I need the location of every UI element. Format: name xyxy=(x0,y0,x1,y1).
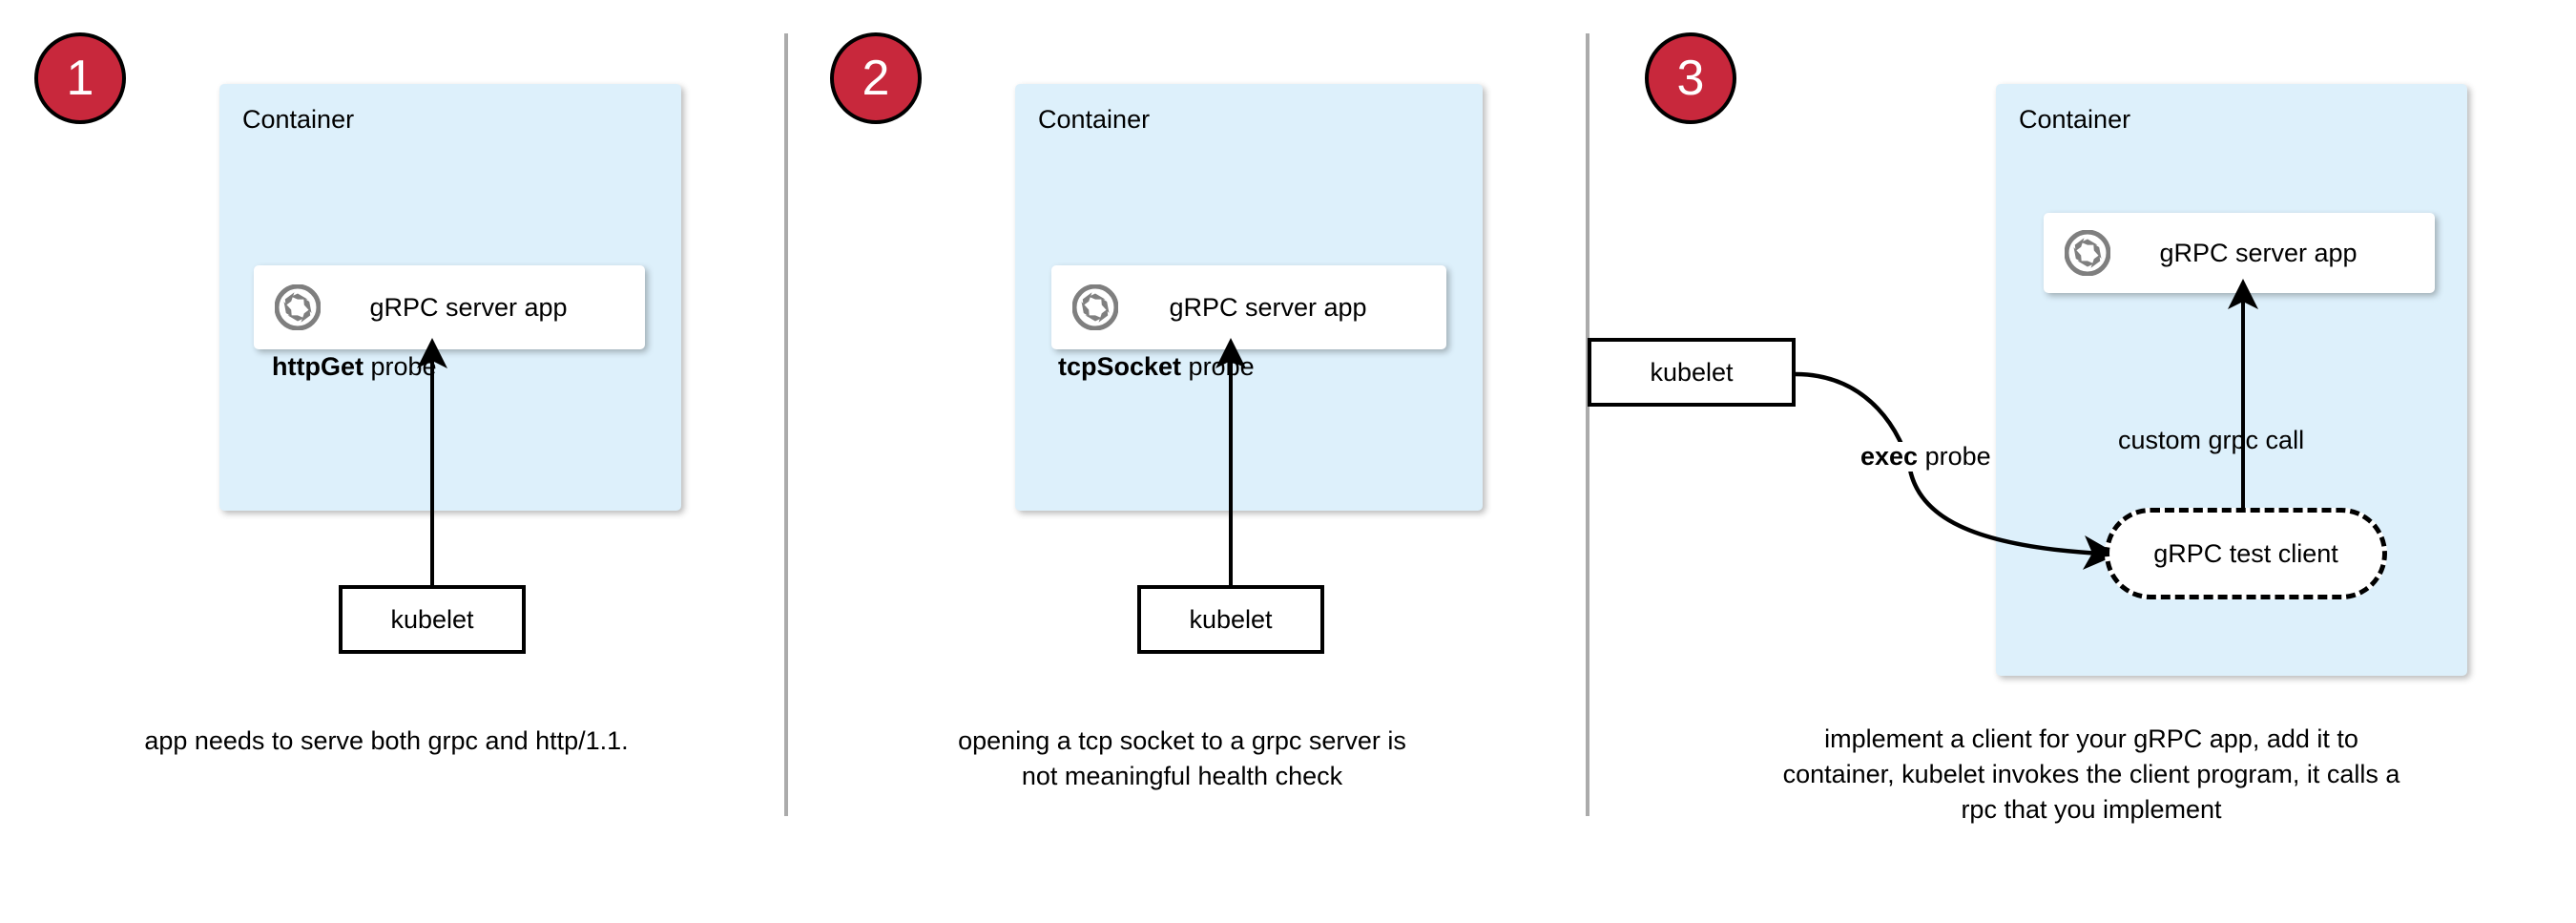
grpc-server-app-card-3: gRPC server app xyxy=(2044,213,2435,293)
grpc-server-app-label-3: gRPC server app xyxy=(2159,238,2358,267)
grpc-server-app-card-1: gRPC server app xyxy=(254,265,645,349)
custom-grpc-call-label: custom grpc call xyxy=(2118,426,2305,454)
tcpsocket-probe-label-rest: probe xyxy=(1181,352,1255,381)
grpc-server-app-label-1: gRPC server app xyxy=(369,292,568,322)
kubelet-box-3: kubelet xyxy=(1588,338,1796,407)
panel-tcpsocket-probe: 2 Container gRPC server app xyxy=(786,0,1588,923)
httpget-probe-label-bold: httpGet xyxy=(272,352,364,381)
exec-probe-label: exec probe xyxy=(1860,442,1991,472)
panel-caption-1: app needs to serve both grpc and http/1.… xyxy=(144,726,629,755)
panel-caption-3: implement a client for your gRPC app, ad… xyxy=(1782,724,2400,824)
httpget-probe-label-rest: probe xyxy=(363,352,437,381)
panel-divider-1 xyxy=(784,33,788,816)
container-label-3: Container xyxy=(2019,105,2131,134)
panel-caption-2: opening a tcp socket to a grpc server is… xyxy=(958,726,1406,790)
panel-divider-2 xyxy=(1586,33,1589,816)
kubelet-box-2: kubelet xyxy=(1137,585,1324,654)
panel-httpget-probe: 1 Container gRPC server app xyxy=(0,0,786,923)
httpget-probe-label: httpGet probe xyxy=(272,352,437,382)
step-badge-3: 3 xyxy=(1645,32,1736,124)
grpc-aperture-icon xyxy=(2064,229,2111,277)
container-label-2: Container xyxy=(1038,105,1151,134)
tcpsocket-probe-label-bold: tcpSocket xyxy=(1058,352,1182,381)
step-badge-1: 1 xyxy=(34,32,126,124)
kubelet-box-1: kubelet xyxy=(339,585,526,654)
grpc-server-app-card-2: gRPC server app xyxy=(1051,265,1446,349)
exec-probe-label-bold: exec xyxy=(1860,442,1919,471)
step-badge-2: 2 xyxy=(830,32,922,124)
grpc-test-client-capsule: gRPC test client xyxy=(2105,508,2387,599)
grpc-aperture-icon xyxy=(1071,283,1119,331)
container-label-1: Container xyxy=(242,105,355,134)
grpc-server-app-label-2: gRPC server app xyxy=(1169,292,1367,322)
panel-exec-probe: 3 Container gRPC server app xyxy=(1588,0,2576,923)
tcpsocket-probe-label: tcpSocket probe xyxy=(1058,352,1255,382)
grpc-aperture-icon xyxy=(274,283,322,331)
exec-probe-label-rest: probe xyxy=(1918,442,1991,471)
